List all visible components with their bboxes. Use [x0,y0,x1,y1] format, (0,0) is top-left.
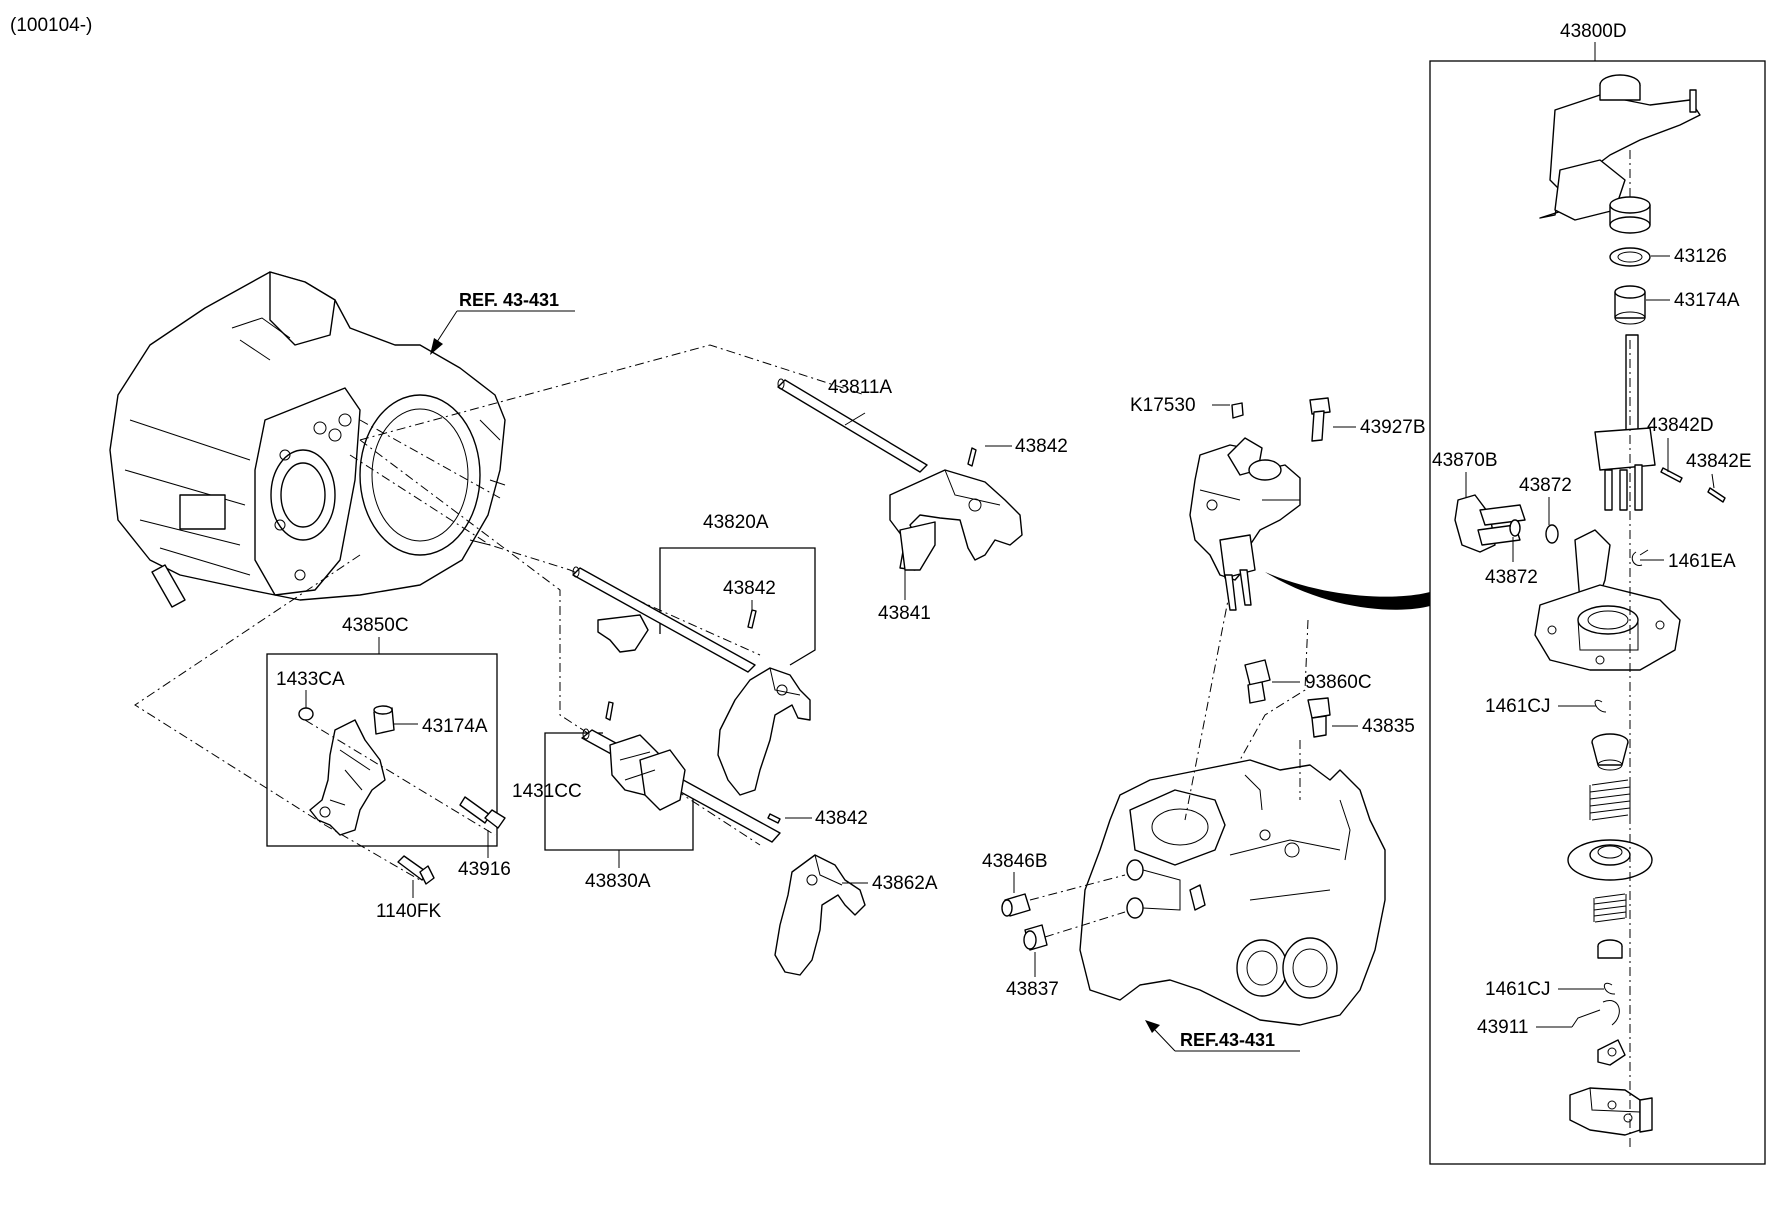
label-43174a-left: 43174A [422,716,488,737]
diagram-code: (100104-) [10,15,92,36]
clutch-housing-drawing [109,271,506,608]
label-43842-a: 43842 [1015,436,1068,457]
label-1433ca: 1433CA [276,669,345,690]
label-43837: 43837 [1006,979,1059,1000]
transmission-case-drawing [1079,759,1386,1026]
label-43835: 43835 [1362,716,1415,737]
label-43800d: 43800D [1560,21,1627,42]
label-43841: 43841 [878,603,931,624]
label-43830a: 43830A [585,871,651,892]
label-43850c: 43850C [342,615,409,636]
assembly-box-43800d [1429,60,1766,1165]
label-1461cj-top: 1461CJ [1485,696,1551,717]
label-1461ea: 1461EA [1668,551,1736,572]
label-43811a: 43811A [828,377,892,398]
shift-control-assembly [1189,397,1331,611]
label-43927b: 43927B [1360,417,1426,438]
label-43872-bottom: 43872 [1485,567,1538,588]
label-43842d: 43842D [1647,415,1714,436]
ref-label-bottom: REF.43-431 [1180,1030,1275,1050]
label-43820a: 43820A [703,512,769,533]
shift-fork-43862a [774,854,866,976]
label-43126: 43126 [1674,246,1727,267]
ref-label-top: REF. 43-431 [459,290,559,310]
label-43842e: 43842E [1686,451,1752,472]
label-43870b: 43870B [1432,450,1498,471]
label-1461cj-bottom: 1461CJ [1485,979,1551,1000]
label-43911: 43911 [1477,1017,1528,1038]
label-43846b: 43846B [982,851,1048,872]
label-k17530: K17530 [1130,395,1196,416]
label-93860c: 93860C [1305,672,1372,693]
shift-rail-43811a [777,378,928,473]
sensor-93860c [1244,659,1271,704]
group-43820a: 43820A 43842 [572,512,816,796]
label-43862a: 43862A [872,873,938,894]
plug-43837 [1023,924,1048,951]
label-43842-b: 43842 [723,578,776,599]
label-43842-c: 43842 [815,808,868,829]
group-43830a: 1431CC 43830A [512,701,781,892]
label-43872-top: 43872 [1519,475,1572,496]
plug-43846b [1001,893,1031,917]
control-lever-assembly-drawing [1454,74,1726,1136]
label-43916: 43916 [458,859,511,880]
label-43174a-right: 43174A [1674,290,1740,311]
plug-43835 [1307,697,1331,738]
label-1140fk: 1140FK [376,901,441,922]
label-1431cc: 1431CC [512,781,582,802]
ref-callout-top: REF. 43-431 [430,290,575,355]
ref-callout-bottom: REF.43-431 [1145,1020,1300,1052]
shift-fork-43841 [889,447,1023,571]
group-43850c: 43850C 1433CA 43174A 43916 1140FK [266,615,511,922]
